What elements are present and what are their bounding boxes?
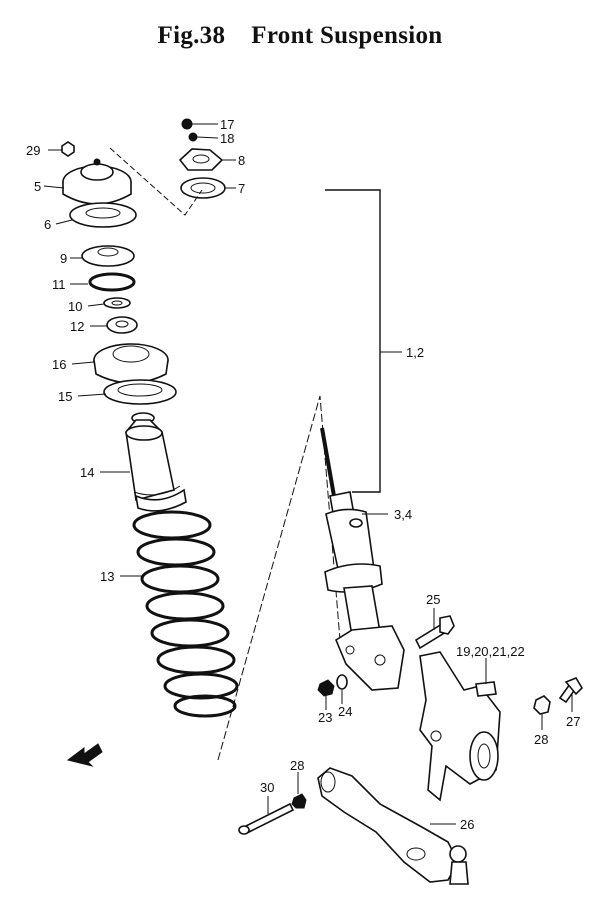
bracket-part-8 bbox=[178, 148, 224, 171]
callout-23: 23 bbox=[318, 710, 332, 725]
callout-29: 29 bbox=[26, 143, 40, 158]
callout-3-4: 3,4 bbox=[394, 507, 412, 522]
nut-part-28-bottom bbox=[291, 793, 307, 809]
nut-part-17 bbox=[181, 118, 193, 130]
callout-26: 26 bbox=[460, 817, 474, 832]
control-arm-part-26 bbox=[317, 767, 469, 885]
seat-part-9 bbox=[81, 245, 135, 267]
steering-knuckle-part-19-22 bbox=[419, 651, 501, 802]
bearing-part-6 bbox=[69, 202, 137, 228]
front-direction-arrow-icon bbox=[66, 743, 103, 767]
strut-mount-part-5 bbox=[62, 158, 132, 205]
figure-caption: Front Suspension bbox=[251, 22, 443, 49]
bolt-part-25 bbox=[414, 615, 455, 650]
nut-part-29 bbox=[61, 141, 75, 157]
plate-part-7 bbox=[180, 177, 226, 199]
assembly-guide-lines bbox=[109, 147, 341, 761]
callout-15: 15 bbox=[58, 389, 72, 404]
washer-part-24 bbox=[336, 674, 348, 690]
callout-25: 25 bbox=[426, 592, 440, 607]
spring-seat-part-16 bbox=[93, 343, 169, 384]
figure-title: Fig.38 Front Suspension bbox=[0, 22, 600, 50]
callout-28-bottom: 28 bbox=[290, 758, 304, 773]
callout-labels: 29 5 6 9 11 10 12 16 15 14 13 17 18 8 7 … bbox=[26, 117, 580, 832]
callout-5: 5 bbox=[34, 179, 41, 194]
callout-12: 12 bbox=[70, 319, 84, 334]
callout-24: 24 bbox=[338, 704, 352, 719]
callout-1-2: 1,2 bbox=[406, 345, 424, 360]
bolt-part-30 bbox=[238, 802, 295, 835]
callout-8: 8 bbox=[238, 153, 245, 168]
callout-6: 6 bbox=[44, 217, 51, 232]
callout-11: 11 bbox=[52, 277, 66, 292]
callout-18: 18 bbox=[220, 131, 234, 146]
washer-part-18 bbox=[188, 132, 198, 142]
leader-lines bbox=[43, 123, 573, 825]
washer-part-10 bbox=[103, 297, 131, 309]
callout-17: 17 bbox=[220, 117, 234, 132]
callout-14: 14 bbox=[80, 465, 94, 480]
callout-27: 27 bbox=[566, 714, 580, 729]
ring-part-11 bbox=[88, 272, 136, 292]
callout-13: 13 bbox=[100, 569, 114, 584]
callout-16: 16 bbox=[52, 357, 66, 372]
callout-10: 10 bbox=[68, 299, 82, 314]
figure-number: Fig.38 bbox=[157, 22, 226, 49]
assembly-bracket-1-2 bbox=[325, 189, 381, 493]
callout-9: 9 bbox=[60, 251, 67, 266]
nut-part-28-right bbox=[533, 695, 551, 715]
callout-28-right: 28 bbox=[534, 732, 548, 747]
spring-seat-part-15 bbox=[103, 379, 177, 405]
dust-boot-part-14 bbox=[125, 412, 187, 512]
coil-spring-part-13 bbox=[132, 510, 239, 718]
callout-30: 30 bbox=[260, 780, 274, 795]
callout-19-20-21-22: 19,20,21,22 bbox=[456, 644, 525, 659]
stopper-part-12 bbox=[106, 316, 138, 334]
callout-7: 7 bbox=[238, 181, 245, 196]
bolt-part-27 bbox=[558, 677, 584, 704]
strut-part-3-4 bbox=[320, 427, 405, 691]
nut-part-23 bbox=[317, 679, 335, 697]
